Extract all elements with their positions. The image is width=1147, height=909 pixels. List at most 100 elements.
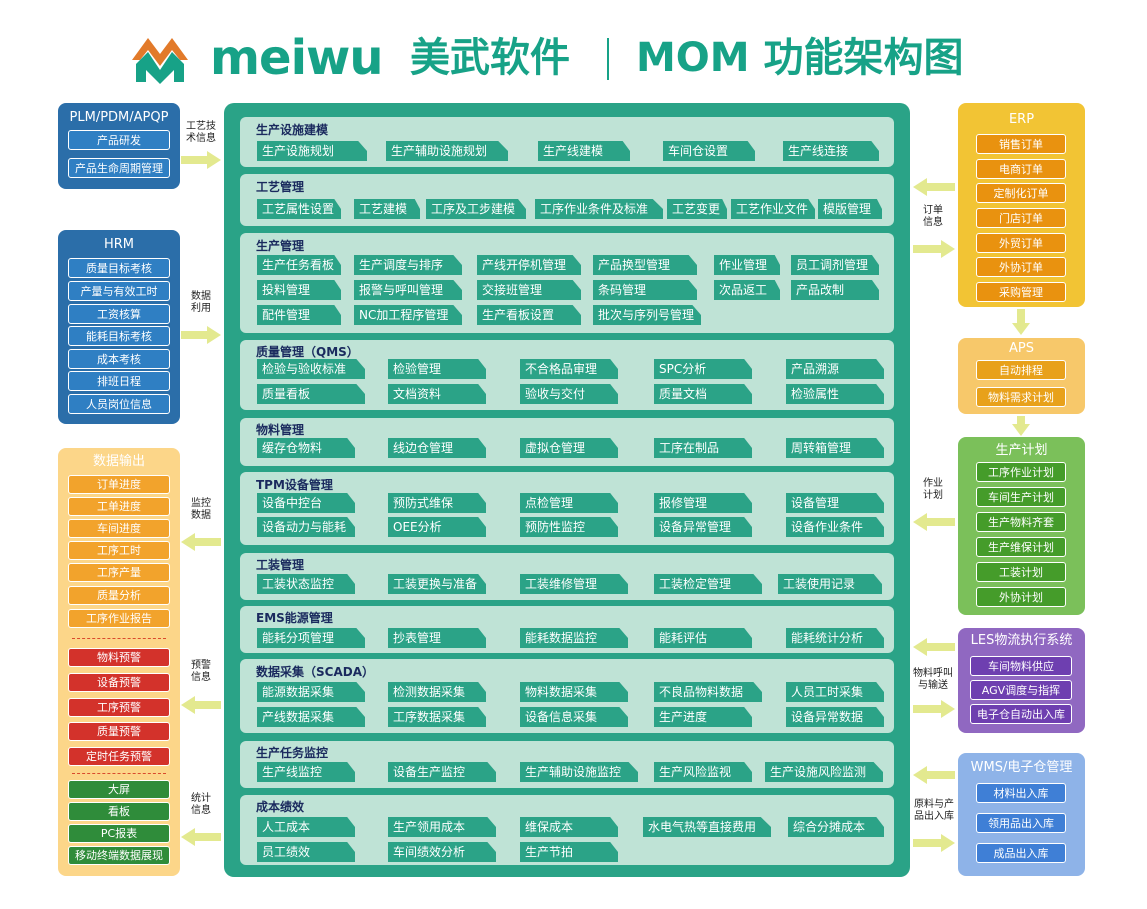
section-title: 数据采集（SCADA） bbox=[256, 665, 374, 679]
function-item: 人工成本 bbox=[257, 817, 355, 837]
les-item: 车间物料供应 bbox=[970, 656, 1072, 676]
section-title: 生产任务监控 bbox=[256, 746, 329, 760]
function-item: 生产调度与排序 bbox=[354, 255, 462, 275]
plm-title: PLM/PDM/APQP bbox=[69, 110, 169, 125]
plan-title: 生产计划 bbox=[995, 443, 1048, 458]
arrow-left-icon bbox=[181, 828, 221, 846]
function-item: 生产线连接 bbox=[783, 141, 879, 161]
function-item: 文档资料 bbox=[388, 384, 486, 404]
wms-item: 成品出入库 bbox=[976, 843, 1066, 863]
function-item: 作业管理 bbox=[714, 255, 780, 275]
function-item: 检测数据采集 bbox=[388, 682, 486, 702]
function-item: SPC分析 bbox=[654, 359, 752, 379]
data-output-panel: 数据输出 订单进度 工单进度 车间进度 工序工时 工序产量 质量分析 工序作业报… bbox=[58, 448, 180, 876]
erp-item: 外贸订单 bbox=[976, 233, 1066, 253]
function-item: 生产设施规划 bbox=[257, 141, 367, 161]
erp-panel: ERP 销售订单 电商订单 定制化订单 门店订单 外贸订单 外协订单 采购管理 bbox=[958, 103, 1085, 307]
arrow-label-monitor: 监控 数据 bbox=[191, 498, 211, 521]
function-item: 周转箱管理 bbox=[786, 438, 884, 458]
function-item: OEE分析 bbox=[388, 517, 486, 537]
function-item: 预防式维保 bbox=[388, 493, 486, 513]
function-item: 批次与序列号管理 bbox=[593, 305, 701, 325]
function-item: 能耗分项管理 bbox=[257, 628, 365, 648]
arrow-label-stock: 原料与产 品出入库 bbox=[914, 799, 954, 822]
function-item: 不良品物料数据 bbox=[654, 682, 762, 702]
arrow-down-icon bbox=[1012, 416, 1030, 436]
plan-item: 车间生产计划 bbox=[976, 487, 1066, 507]
function-item: 设备异常管理 bbox=[654, 517, 752, 537]
function-item: 能源数据采集 bbox=[257, 682, 365, 702]
section-title: 生产管理 bbox=[256, 239, 305, 253]
function-item: 产线数据采集 bbox=[257, 707, 365, 727]
erp-item: 门店订单 bbox=[976, 208, 1066, 228]
section-title: 工艺管理 bbox=[256, 180, 305, 194]
warning-item: 定时任务预警 bbox=[68, 747, 170, 766]
function-item: 工艺属性设置 bbox=[257, 199, 341, 219]
function-item: 投料管理 bbox=[257, 280, 341, 300]
function-item: 员工绩效 bbox=[257, 842, 355, 862]
function-item: 报警与呼叫管理 bbox=[354, 280, 462, 300]
erp-item: 外协订单 bbox=[976, 257, 1066, 277]
function-item: 车间仓设置 bbox=[663, 141, 755, 161]
function-item: 条码管理 bbox=[593, 280, 697, 300]
section-title: 成本绩效 bbox=[256, 800, 305, 814]
warning-item: 设备预警 bbox=[68, 673, 170, 692]
plm-item: 产品生命周期管理 bbox=[68, 158, 170, 178]
function-item: 生产看板设置 bbox=[477, 305, 581, 325]
function-item: 生产节拍 bbox=[520, 842, 618, 862]
function-item: 交接班管理 bbox=[477, 280, 581, 300]
title-divider bbox=[607, 38, 609, 80]
brand-name-cn: 美武软件 bbox=[410, 35, 570, 81]
function-item: 生产设施风险监测 bbox=[765, 762, 883, 782]
function-item: 维保成本 bbox=[520, 817, 618, 837]
arrow-left-icon bbox=[181, 533, 221, 551]
function-item: 设备异常数据 bbox=[786, 707, 884, 727]
hrm-panel: HRM 质量目标考核 产量与有效工时 工资核算 能耗目标考核 成本考核 排班日程… bbox=[58, 230, 180, 424]
aps-item: 物料需求计划 bbox=[976, 387, 1066, 407]
function-item: 缓存仓物料 bbox=[257, 438, 355, 458]
hrm-item: 产量与有效工时 bbox=[68, 281, 170, 301]
arrow-right-icon bbox=[913, 700, 955, 718]
function-item: 不合格品审理 bbox=[520, 359, 618, 379]
wms-title: WMS/电子仓管理 bbox=[970, 760, 1073, 775]
function-item: 综合分摊成本 bbox=[788, 817, 884, 837]
plan-item: 生产物料齐套 bbox=[976, 512, 1066, 532]
function-item: 生产辅助设施监控 bbox=[520, 762, 638, 782]
function-item: 生产领用成本 bbox=[388, 817, 496, 837]
function-item: 预防性监控 bbox=[520, 517, 618, 537]
progress-item: 工单进度 bbox=[68, 497, 170, 516]
function-item: 点检管理 bbox=[520, 493, 618, 513]
section-title: 物料管理 bbox=[256, 423, 305, 437]
function-item: 检验属性 bbox=[786, 384, 884, 404]
erp-item: 定制化订单 bbox=[976, 183, 1066, 203]
section-title: 生产设施建模 bbox=[256, 123, 329, 137]
function-item: 工艺建模 bbox=[354, 199, 420, 219]
function-item: 产线开停机管理 bbox=[477, 255, 581, 275]
display-item: 大屏 bbox=[68, 780, 170, 799]
warning-item: 质量预警 bbox=[68, 722, 170, 741]
aps-item: 自动排程 bbox=[976, 360, 1066, 380]
function-item: 验收与交付 bbox=[520, 384, 618, 404]
plan-item: 工序作业计划 bbox=[976, 462, 1066, 482]
erp-title: ERP bbox=[1008, 112, 1035, 127]
display-item: 移动终端数据展现 bbox=[68, 846, 170, 865]
plan-item: 外协计划 bbox=[976, 587, 1066, 607]
function-item: 工艺作业文件 bbox=[731, 199, 815, 219]
function-item: 物料数据采集 bbox=[520, 682, 628, 702]
progress-item: 车间进度 bbox=[68, 519, 170, 538]
function-item: 工艺变更 bbox=[667, 199, 727, 219]
hrm-item: 成本考核 bbox=[68, 349, 170, 369]
les-title: LES物流执行系统 bbox=[970, 633, 1073, 648]
wms-item: 材料出入库 bbox=[976, 783, 1066, 803]
function-item: 次品返工 bbox=[714, 280, 780, 300]
erp-item: 电商订单 bbox=[976, 159, 1066, 179]
function-item: 检验管理 bbox=[388, 359, 486, 379]
function-item: 能耗评估 bbox=[654, 628, 752, 648]
divider bbox=[72, 638, 166, 639]
section-title: TPM设备管理 bbox=[256, 478, 333, 492]
arrow-left-icon bbox=[913, 513, 955, 531]
function-item: 设备中控台 bbox=[257, 493, 355, 513]
production-plan-panel: 生产计划 工序作业计划 车间生产计划 生产物料齐套 生产维保计划 工装计划 外协… bbox=[958, 437, 1085, 615]
arrow-label-warning: 预警 信息 bbox=[191, 660, 211, 683]
